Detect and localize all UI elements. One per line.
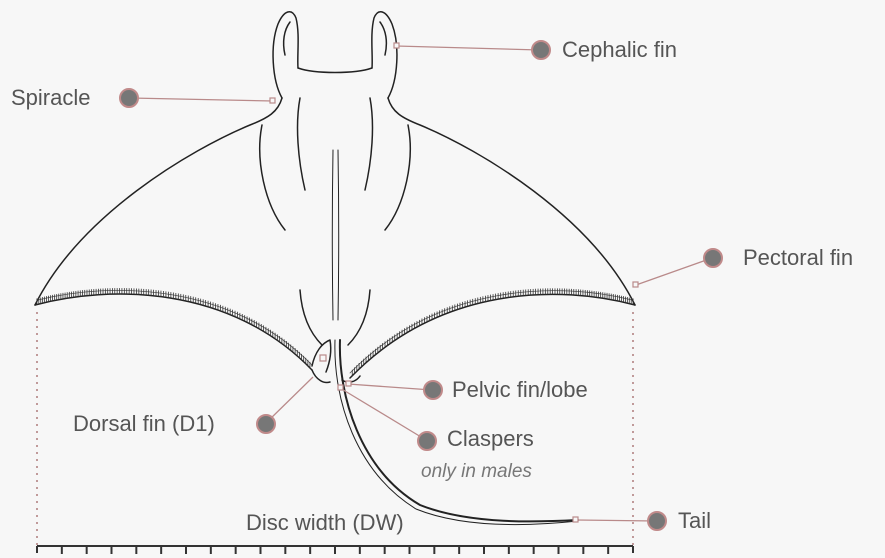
label-dorsal-fin: Dorsal fin (D1) xyxy=(73,413,215,435)
label-pectoral-fin: Pectoral fin xyxy=(743,247,853,269)
manta-ray-illustration xyxy=(35,12,635,525)
marker-dorsal xyxy=(257,415,275,433)
label-disc-width: Disc width (DW) xyxy=(246,512,404,534)
marker-pelvic xyxy=(424,381,442,399)
marker-spiracle xyxy=(120,89,138,107)
leader-pelvic xyxy=(348,384,432,390)
head-front xyxy=(298,68,372,73)
pectoral-fin-right-edge xyxy=(388,98,635,305)
leader-pectoral xyxy=(636,258,712,285)
leader-tail xyxy=(577,520,656,521)
marker-claspers xyxy=(418,432,436,450)
label-claspers-note: only in males xyxy=(421,462,532,481)
leader-dorsal xyxy=(266,377,313,423)
leader-spiracle xyxy=(130,98,273,101)
trailing-edge-right xyxy=(350,294,635,378)
leader-cephalic xyxy=(396,46,540,50)
label-tail: Tail xyxy=(678,510,711,532)
marker-cephalic xyxy=(532,41,550,59)
marker-pectoral xyxy=(704,249,722,267)
marker-tail xyxy=(648,512,666,530)
label-pelvic-fin: Pelvic fin/lobe xyxy=(452,379,588,401)
pectoral-fin-left-edge xyxy=(35,98,282,305)
label-spiracle: Spiracle xyxy=(11,87,90,109)
label-cephalic-fin: Cephalic fin xyxy=(562,39,677,61)
disc-width-scale-bar xyxy=(37,546,633,554)
label-claspers: Claspers xyxy=(447,428,534,450)
leader-claspers xyxy=(340,388,426,440)
